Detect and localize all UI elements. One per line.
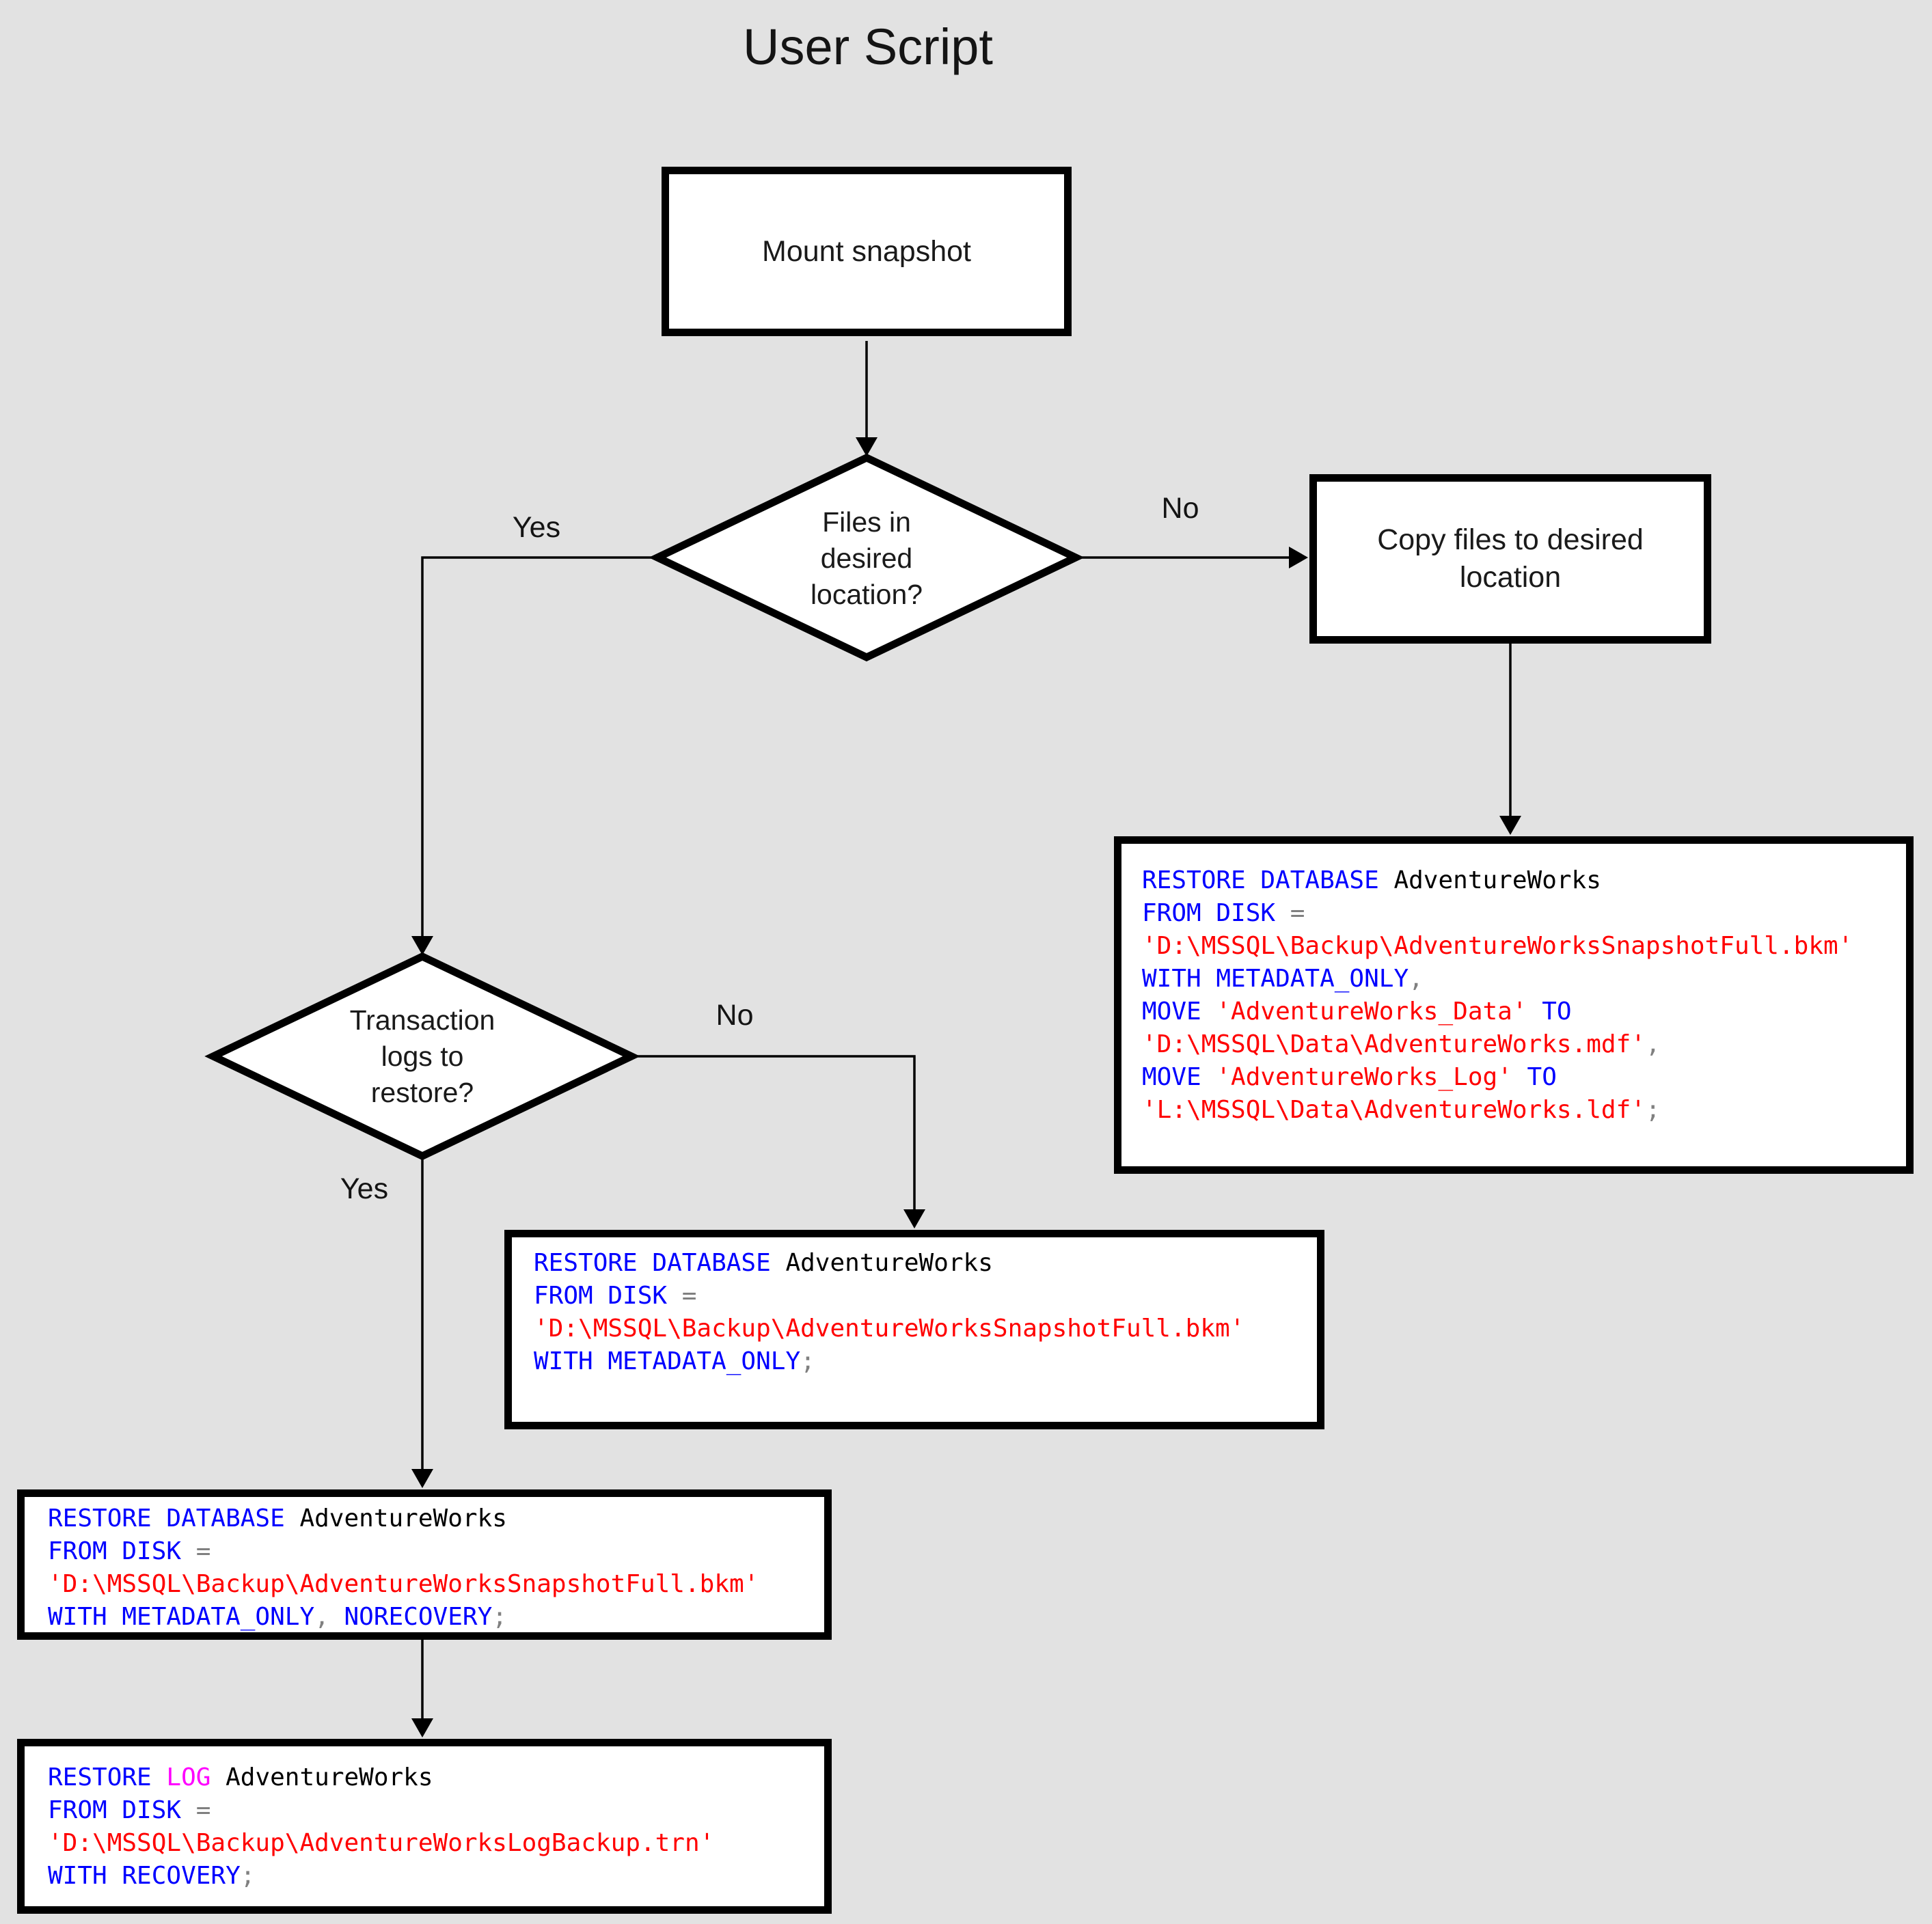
logs-yes-label: Yes <box>340 1172 389 1205</box>
edge-logs-no-to-restore-metadata <box>631 1055 916 1212</box>
files-decision-line1: Files in <box>822 506 911 538</box>
files-yes-label: Yes <box>512 511 561 544</box>
arrowhead-files-no-to-copy <box>1289 547 1308 568</box>
files-no-label: No <box>1161 492 1199 525</box>
arrowhead-files-yes-to-logs-decision <box>411 936 433 955</box>
copy-files-box: Copy files to desired location <box>1309 474 1711 644</box>
logs-no-label: No <box>716 999 754 1032</box>
files-decision-line2: desired <box>820 542 913 574</box>
logs-decision-line3: restore? <box>370 1077 474 1108</box>
logs-decision-label: Transaction logs to restore? <box>286 1002 559 1111</box>
page-title: User Script <box>743 18 993 75</box>
arrowhead-logs-yes-to-restore-norecovery <box>411 1469 433 1488</box>
arrowhead-mount-to-files-decision <box>856 437 877 456</box>
mount-snapshot-box: Mount snapshot <box>662 167 1072 336</box>
arrowhead-norecovery-to-restore-log <box>411 1718 433 1737</box>
arrowhead-copy-to-restore-move <box>1499 816 1521 835</box>
files-decision-diamond <box>649 453 1085 662</box>
logs-decision-diamond <box>204 952 640 1161</box>
edge-files-yes-to-logs-decision <box>421 556 657 939</box>
logs-decision-line2: logs to <box>381 1041 464 1072</box>
arrowhead-logs-no-to-restore-metadata <box>903 1209 925 1228</box>
mount-snapshot-label: Mount snapshot <box>762 234 971 268</box>
copy-files-label: Copy files to desired location <box>1377 523 1644 594</box>
files-decision-label: Files in desired location? <box>730 504 1003 613</box>
logs-decision-line1: Transaction <box>349 1004 495 1036</box>
files-decision-line3: location? <box>810 579 923 610</box>
